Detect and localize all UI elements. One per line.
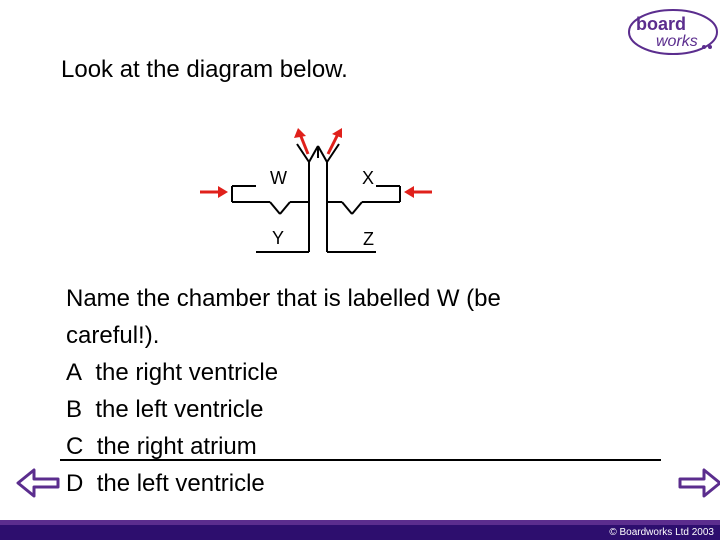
label-x: X: [362, 168, 374, 188]
footer-band: [0, 525, 720, 540]
next-arrow-icon[interactable]: [674, 458, 720, 508]
footer-accent-bar: [0, 520, 720, 525]
label-w: W: [270, 168, 287, 188]
answer-option-d[interactable]: D the left ventricle: [66, 470, 265, 497]
question-line-1: Name the chamber that is labelled W (be: [66, 285, 501, 312]
logo-text-works: works: [656, 33, 698, 50]
label-y: Y: [272, 228, 284, 248]
label-z: Z: [363, 229, 374, 249]
copyright-text: © Boardworks Ltd 2003: [609, 527, 714, 538]
boardworks-logo: board works: [628, 9, 718, 55]
answer-option-a[interactable]: A the right ventricle: [66, 359, 279, 386]
question-line-2: careful!).: [66, 322, 160, 349]
question-block: Name the chamber that is labelled W (be …: [66, 280, 501, 502]
heart-diagram: W X Y Z: [200, 128, 432, 253]
previous-arrow-icon[interactable]: [14, 458, 64, 508]
intro-text: Look at the diagram below.: [61, 56, 348, 83]
answer-option-b[interactable]: B the left ventricle: [66, 396, 264, 423]
divider-line: [60, 459, 661, 461]
answer-option-c[interactable]: C the right atrium: [66, 433, 257, 460]
logo-text-board: board: [636, 14, 686, 34]
